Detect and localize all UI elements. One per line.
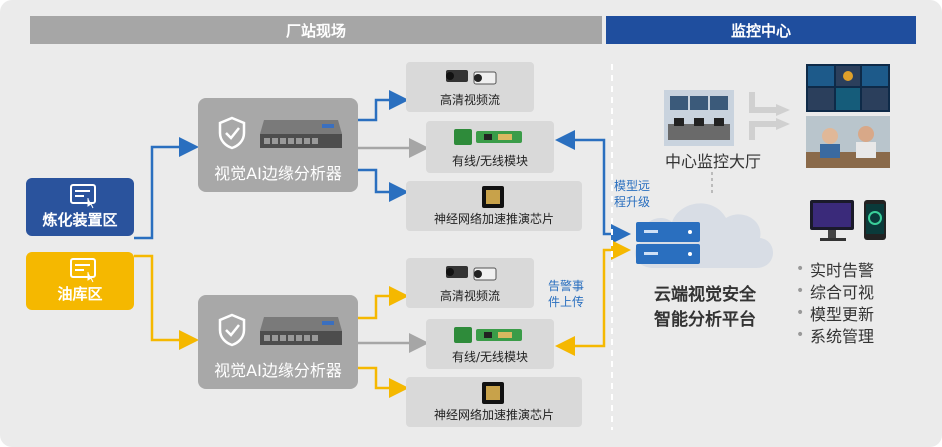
feature-item: •综合可视: [796, 283, 875, 302]
operators-icon: [806, 116, 890, 168]
analyzer-label: 视觉AI边缘分析器: [214, 361, 342, 380]
hall-to-screens-arrow: [749, 92, 780, 140]
feature-item: •系统管理: [796, 327, 875, 346]
circuit-module-icon: [454, 327, 522, 343]
link-bottom-module-cloud: [555, 240, 631, 356]
platform-title: 云端视觉安全 智能分析平台: [654, 285, 756, 330]
video-wall-icon: [806, 64, 890, 112]
edge-analyzer-bottom: 视觉AI边缘分析器: [198, 295, 358, 389]
chip-box-top: 神经网络加速推演芯片: [406, 181, 582, 231]
analyzer-label: 视觉AI边缘分析器: [214, 164, 342, 183]
feature-item: •实时告警: [796, 261, 875, 280]
chip-label: 神经网络加速推演芯片: [433, 212, 554, 226]
edge-device-icon: [260, 317, 342, 345]
cloud-server-icon: [634, 203, 774, 268]
module-label: 有线/无线模块: [451, 154, 529, 168]
camera-label: 高清视频流: [439, 289, 500, 303]
chip-label: 神经网络加速推演芯片: [433, 408, 554, 422]
shield-check-icon: [218, 313, 246, 347]
monitor-touch-icon: [70, 184, 96, 209]
camera-icon: [446, 266, 497, 281]
edge-analyzer-top: 视觉AI边缘分析器: [198, 98, 358, 192]
chip-icon: [482, 382, 504, 404]
arrow-top-to-camera: [358, 90, 409, 122]
arrow-top-to-chip: [358, 168, 409, 202]
header-center: 监控中心: [606, 16, 916, 44]
camera-icon: [446, 70, 497, 85]
zone-oil-label: 油库区: [57, 285, 103, 303]
monitor-touch-icon: [70, 258, 96, 283]
module-box-bottom: 有线/无线模块: [426, 319, 554, 369]
arrow-refining-to-analyzer: [134, 137, 199, 240]
chip-box-bottom: 神经网络加速推演芯片: [406, 377, 582, 427]
alarm-upload-annotation: 告警事 件上传: [548, 279, 585, 309]
camera-box-bottom: 高清视频流: [406, 258, 534, 308]
arrow-oil-to-analyzer: [134, 254, 199, 350]
shield-check-icon: [218, 116, 246, 150]
feature-item: •模型更新: [796, 305, 875, 324]
model-upgrade-annotation: 模型远 程升级: [614, 179, 651, 209]
arrow-bottom-to-camera: [358, 286, 409, 320]
module-label: 有线/无线模块: [451, 350, 529, 364]
control-hall-icon: [664, 90, 734, 146]
link-top-module-cloud: [555, 130, 631, 244]
camera-box-top: 高清视频流: [406, 62, 534, 112]
control-hall-label: 中心监控大厅: [664, 152, 761, 171]
zone-refining: 炼化装置区: [26, 178, 134, 236]
circuit-module-icon: [454, 129, 522, 145]
terminals-icon: [810, 200, 886, 241]
arrow-bottom-to-chip: [358, 366, 409, 398]
edge-device-icon: [260, 120, 342, 148]
zone-oil: 油库区: [26, 252, 134, 310]
chip-icon: [482, 186, 504, 208]
camera-label: 高清视频流: [439, 93, 500, 107]
feature-list: •实时告警 •综合可视 •模型更新 •系统管理: [796, 258, 874, 346]
zone-refining-label: 炼化装置区: [42, 211, 118, 229]
module-box-top: 有线/无线模块: [426, 121, 554, 173]
header-site: 厂站现场: [30, 16, 602, 44]
